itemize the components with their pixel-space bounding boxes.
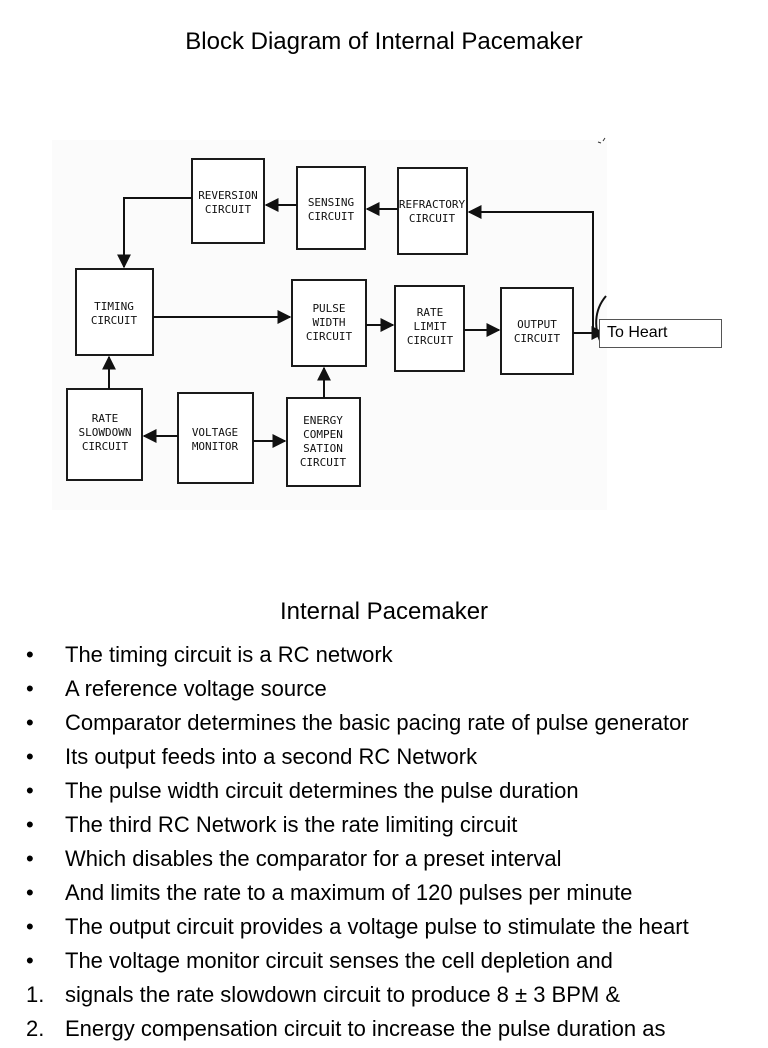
- arrow-reversion-to-timing: [117, 197, 192, 269]
- block-label-line: TIMING: [94, 300, 134, 313]
- list-item-text: The third RC Network is the rate limitin…: [65, 812, 518, 837]
- block-label-line: PULSE: [312, 302, 345, 315]
- list-item-text: The voltage monitor circuit senses the c…: [65, 948, 613, 973]
- block-label-line: MONITOR: [192, 440, 239, 453]
- list-marker: 1.: [26, 982, 45, 1007]
- list-marker: •: [26, 880, 34, 905]
- list-marker: •: [26, 778, 34, 803]
- block-label-line: RATE: [92, 412, 119, 425]
- scan-mark: [597, 137, 606, 144]
- block-label-line: CIRCUIT: [514, 332, 561, 345]
- block-label-line: CIRCUIT: [308, 210, 355, 223]
- list-item-text: Comparator determines the basic pacing r…: [65, 710, 689, 735]
- list-marker: •: [26, 846, 34, 871]
- block-label-line: WIDTH: [312, 316, 345, 329]
- block-label-line: COMPEN: [303, 428, 343, 441]
- block-label-line: CIRCUIT: [300, 456, 347, 469]
- block-label-line: CIRCUIT: [91, 314, 138, 327]
- list-item-text: Which disables the comparator for a pres…: [65, 846, 562, 871]
- list-marker: •: [26, 676, 34, 701]
- block-label-line: CIRCUIT: [306, 330, 353, 343]
- list-item-text: A reference voltage source: [65, 676, 327, 701]
- list-item-text: The timing circuit is a RC network: [65, 642, 393, 667]
- block-label-line: REVERSION: [198, 189, 258, 202]
- list-marker: •: [26, 642, 34, 667]
- block-label-line: ENERGY: [303, 414, 343, 427]
- list-item-text: The pulse width circuit determines the p…: [65, 778, 579, 803]
- list-item-text: Energy compensation circuit to increase …: [65, 1016, 666, 1041]
- list-item-text: signals the rate slowdown circuit to pro…: [65, 982, 621, 1007]
- list-item-text: Its output feeds into a second RC Networ…: [65, 744, 478, 769]
- block-label-line: RATE: [417, 306, 444, 319]
- block-label-line: SENSING: [308, 196, 354, 209]
- block-label-line: REFRACTORY: [399, 198, 466, 211]
- block-label-line: CIRCUIT: [82, 440, 129, 453]
- to-heart-label: To Heart: [599, 319, 722, 348]
- list-marker: •: [26, 744, 34, 769]
- block-label-line: SLOWDOWN: [79, 426, 132, 439]
- list-marker: •: [26, 710, 34, 735]
- block-label-line: VOLTAGE: [192, 426, 238, 439]
- section-title: Internal Pacemaker: [279, 598, 489, 625]
- block-label-line: CIRCUIT: [409, 212, 456, 225]
- list-marker: •: [26, 948, 34, 973]
- arrow-feedback-to-refractory: [467, 205, 594, 333]
- list-item-text: And limits the rate to a maximum of 120 …: [65, 880, 633, 905]
- list-marker: •: [26, 812, 34, 837]
- block-label-line: CIRCUIT: [407, 334, 454, 347]
- block-label-line: LIMIT: [413, 320, 446, 333]
- list-marker: •: [26, 914, 34, 939]
- list-item-text: The output circuit provides a voltage pu…: [65, 914, 689, 939]
- block-label-line: CIRCUIT: [205, 203, 252, 216]
- block-label-line: OUTPUT: [517, 318, 557, 331]
- block-label-line: SATION: [303, 442, 343, 455]
- list-marker: 2.: [26, 1016, 45, 1041]
- page-title: Block Diagram of Internal Pacemaker: [185, 28, 583, 55]
